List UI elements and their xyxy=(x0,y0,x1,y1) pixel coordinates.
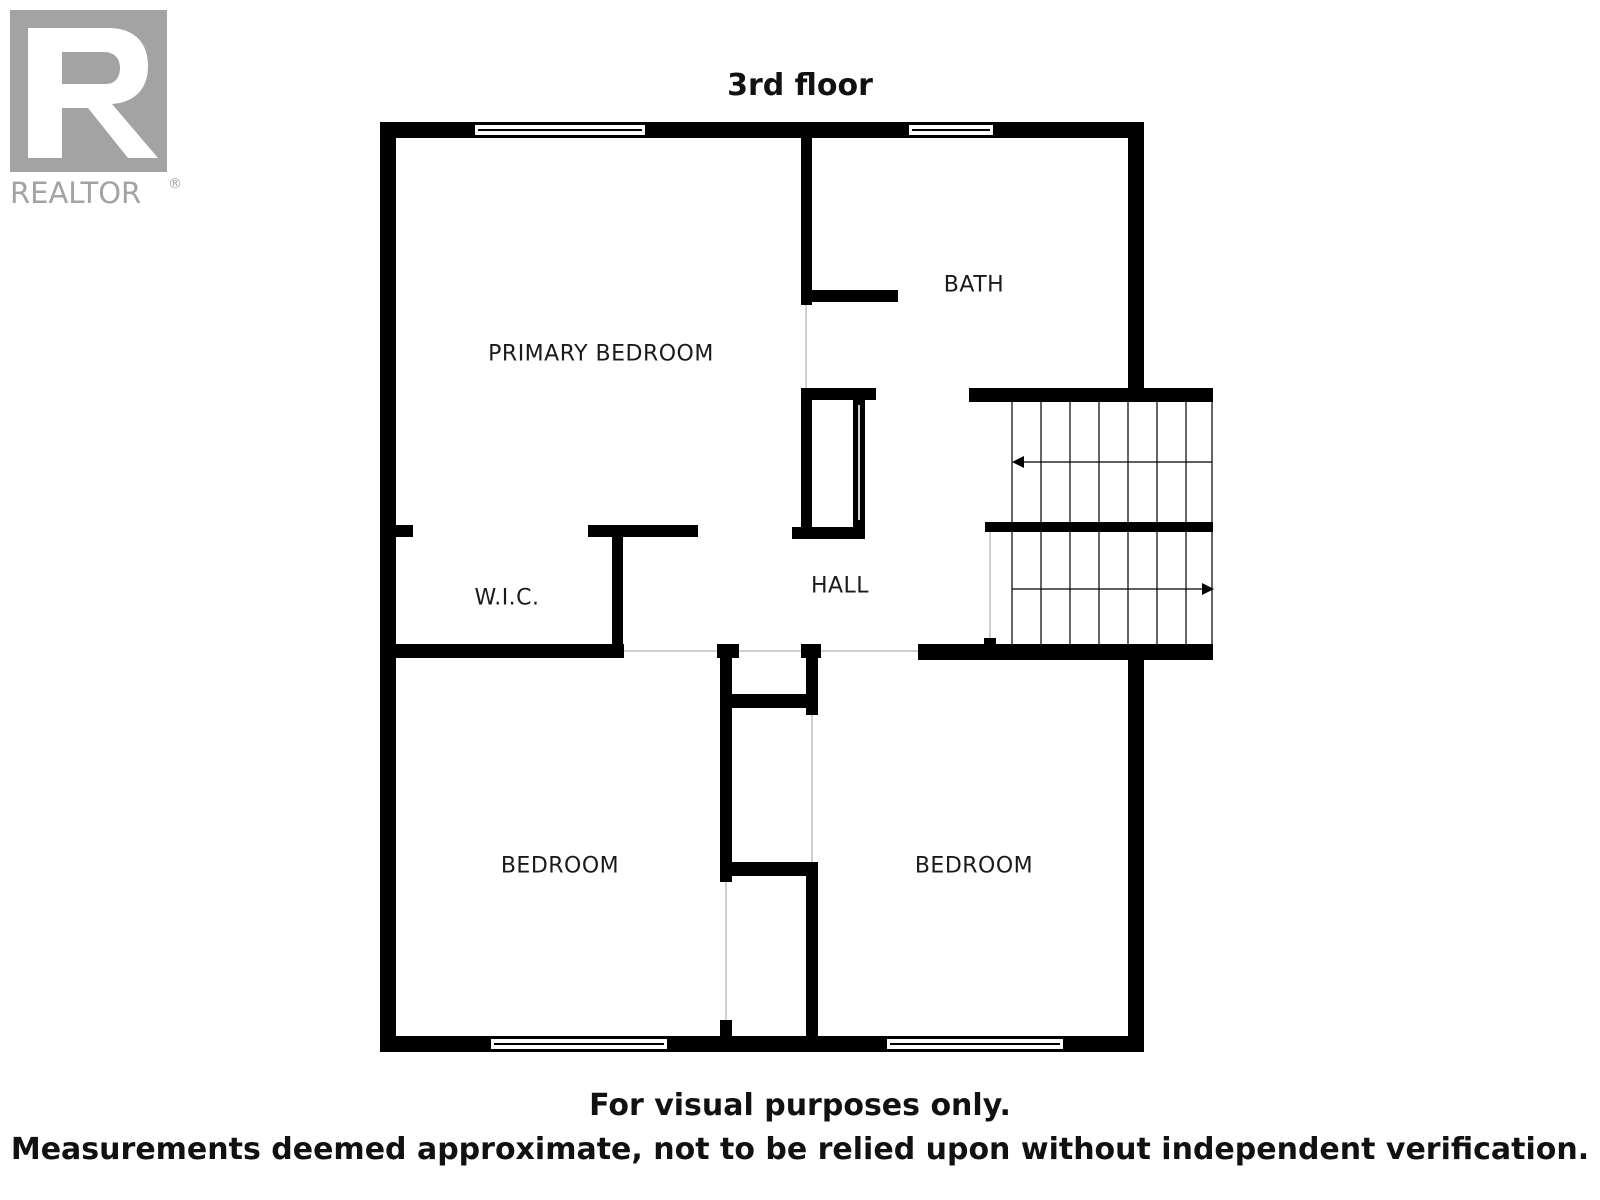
door-openings xyxy=(624,305,991,1020)
windows xyxy=(473,123,1065,1051)
disclaimer-line-1: For visual purposes only. xyxy=(589,1088,1011,1123)
room-label-hall: HALL xyxy=(810,573,870,599)
room-label-bedroom-right: BEDROOM xyxy=(914,853,1034,879)
realtor-wordmark: REALTOR xyxy=(10,176,141,210)
stairs xyxy=(1011,402,1213,644)
room-label-bedroom-left: BEDROOM xyxy=(500,853,620,879)
room-label-bath: BATH xyxy=(943,272,1005,298)
room-label-wic: W.I.C. xyxy=(474,585,540,611)
stair-arrow-left-icon xyxy=(1012,456,1024,468)
svg-text:®: ® xyxy=(168,176,182,192)
room-label-primary-bedroom: PRIMARY BEDROOM xyxy=(488,341,714,367)
stair-arrow-right-icon xyxy=(1202,583,1214,595)
disclaimer-line-2: Measurements deemed approximate, not to … xyxy=(10,1132,1590,1167)
floor-title: 3rd floor xyxy=(727,68,873,103)
realtor-logo: REALTOR ® xyxy=(10,10,182,210)
